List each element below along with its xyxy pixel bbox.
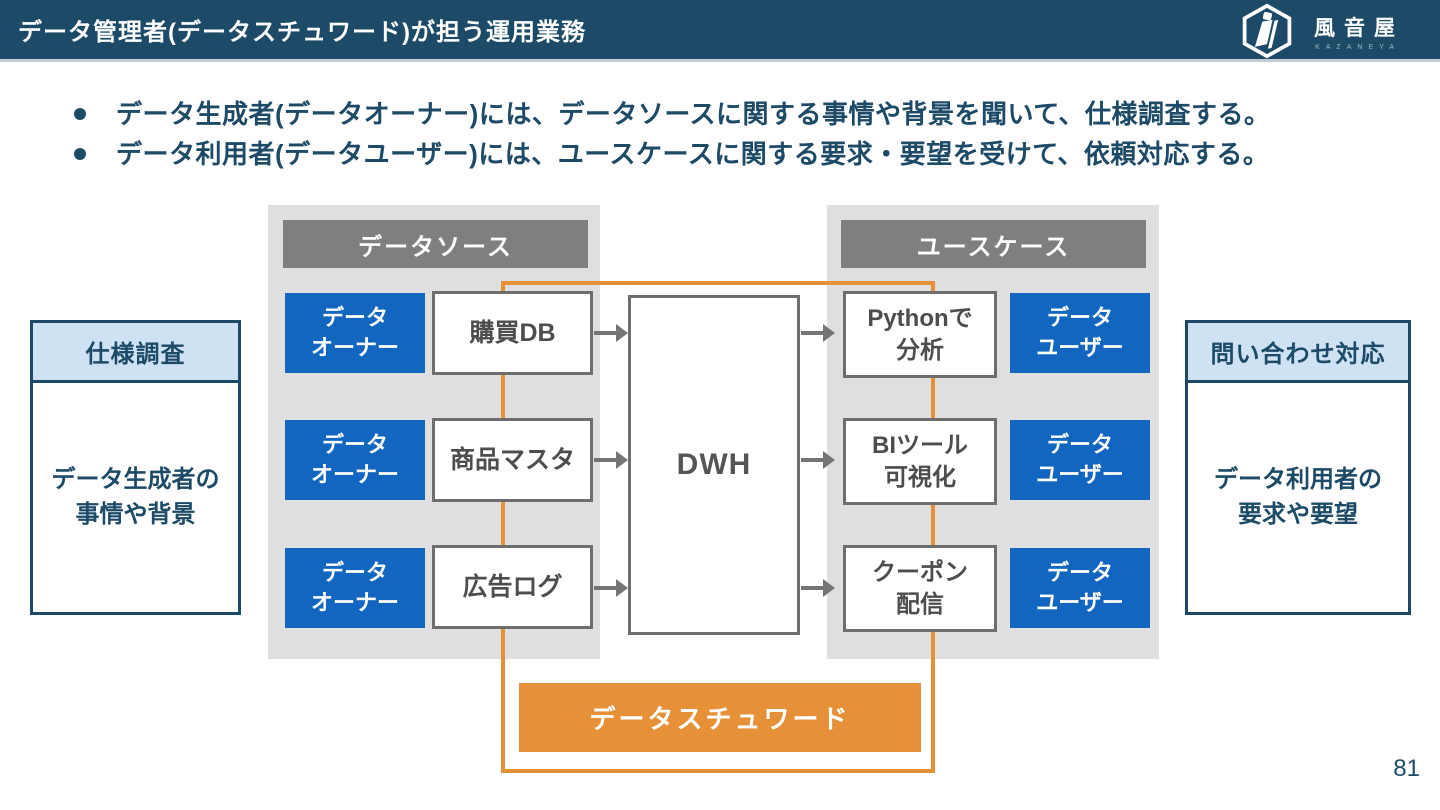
spec-research-card: 仕様調査 データ生成者の 事情や背景 <box>30 320 241 615</box>
usecase-box-bi-tool: BIツール 可視化 <box>843 418 997 505</box>
steward-scope-outline <box>501 281 935 773</box>
data-source-panel-title: データソース <box>283 220 588 268</box>
bullet-icon <box>74 108 86 120</box>
usecase-box-coupon: クーポン 配信 <box>843 545 997 632</box>
usecase-box-python: Pythonで 分析 <box>843 291 997 378</box>
kazaneya-logo: 風音屋 KAZANEYA <box>1239 2 1404 60</box>
bullet-icon <box>74 148 86 160</box>
arrow-right-icon <box>594 579 628 597</box>
arrow-right-icon <box>801 451 835 469</box>
data-steward-box: データスチュワード <box>519 683 921 752</box>
bullet-list: データ生成者(データオーナー)には、データソースに関する事情や背景を聞いて、仕様… <box>74 96 1394 176</box>
bullet-item: データ生成者(データオーナー)には、データソースに関する事情や背景を聞いて、仕様… <box>74 96 1394 132</box>
arrow-right-icon <box>801 579 835 597</box>
logo-subtitle: KAZANEYA <box>1315 43 1400 51</box>
spec-research-card-body: データ生成者の 事情や背景 <box>51 465 220 528</box>
bullet-item: データ利用者(データユーザー)には、ユースケースに関する要求・要望を受けて、依頼… <box>74 136 1394 172</box>
slide-header: データ管理者(データスチュワード)が担う運用業務 <box>0 0 1440 62</box>
arrow-right-icon <box>801 324 835 342</box>
bullet-text: データ利用者(データユーザー)には、ユースケースに関する要求・要望を受けて、依頼… <box>116 139 1270 169</box>
page-title: データ管理者(データスチュワード)が担う運用業務 <box>18 19 586 46</box>
logo-name: 風音屋 <box>1314 16 1404 40</box>
logo-hexagon-icon <box>1242 3 1292 59</box>
dwh-box: DWH <box>628 295 800 635</box>
spec-research-card-title: 仕様調査 <box>33 323 238 383</box>
page-number: 81 <box>1393 755 1420 782</box>
use-case-panel-title: ユースケース <box>841 220 1146 268</box>
source-box-ad-log: 広告ログ <box>432 545 593 629</box>
arrow-right-icon <box>594 324 628 342</box>
inquiry-support-card-title: 問い合わせ対応 <box>1188 323 1408 383</box>
bullet-text: データ生成者(データオーナー)には、データソースに関する事情や背景を聞いて、仕様… <box>116 99 1271 129</box>
data-owner-box: データ オーナー <box>285 420 425 500</box>
inquiry-support-card-body: データ利用者の 要求や要望 <box>1214 465 1382 528</box>
data-user-box: データ ユーザー <box>1010 293 1150 373</box>
data-owner-box: データ オーナー <box>285 293 425 373</box>
source-box-purchase-db: 購買DB <box>432 291 593 375</box>
arrow-right-icon <box>594 451 628 469</box>
inquiry-support-card: 問い合わせ対応 データ利用者の 要求や要望 <box>1185 320 1411 615</box>
data-owner-box: データ オーナー <box>285 548 425 628</box>
logo-text: 風音屋 KAZANEYA <box>1305 12 1404 51</box>
data-user-box: データ ユーザー <box>1010 420 1150 500</box>
source-box-product-master: 商品マスタ <box>432 418 593 502</box>
data-user-box: データ ユーザー <box>1010 548 1150 628</box>
